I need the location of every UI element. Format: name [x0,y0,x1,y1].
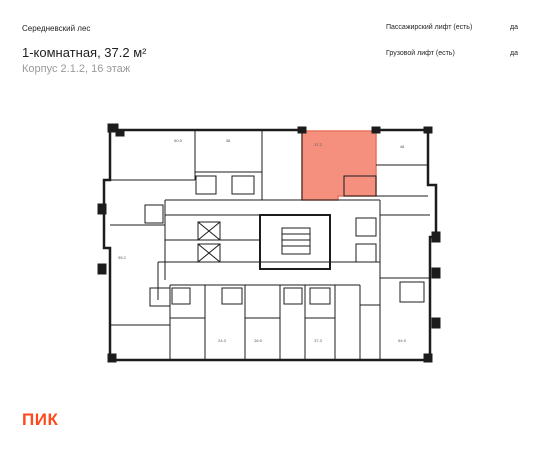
feature-value: да [510,50,518,57]
room-label: 24.3 [218,338,227,343]
feature-value: да [510,24,518,31]
feature-label: Грузовой лифт (есть) [386,50,455,57]
room-label: 37.2 [314,142,323,147]
plan-walls [97,123,441,363]
room-label: 38 [226,138,231,143]
header: Середневский лес 1-комнатная, 37.2 м² Ко… [22,24,147,75]
feature-freight-lift: Грузовой лифт (есть) да [386,50,518,57]
room-label: 48 [400,144,405,149]
room-label: 64.9 [398,338,407,343]
room-label: 37.3 [314,338,323,343]
room-label: 26.5 [254,338,263,343]
building-floor: Корпус 2.1.2, 16 этаж [22,63,131,75]
apartment-title: 1-комнатная, 37.2 м² [22,45,147,60]
highlighted-apartment[interactable] [301,130,377,201]
feature-label: Пассажирский лифт (есть) [386,24,473,31]
features-list: Пассажирский лифт (есть) да Грузовой лиф… [386,24,518,76]
room-label: 60.5 [174,138,183,143]
project-name: Середневский лес [22,24,91,33]
room-label: 55.2 [118,255,127,260]
brand-logo[interactable]: ПИК [22,410,59,429]
feature-passenger-lift: Пассажирский лифт (есть) да [386,24,518,31]
